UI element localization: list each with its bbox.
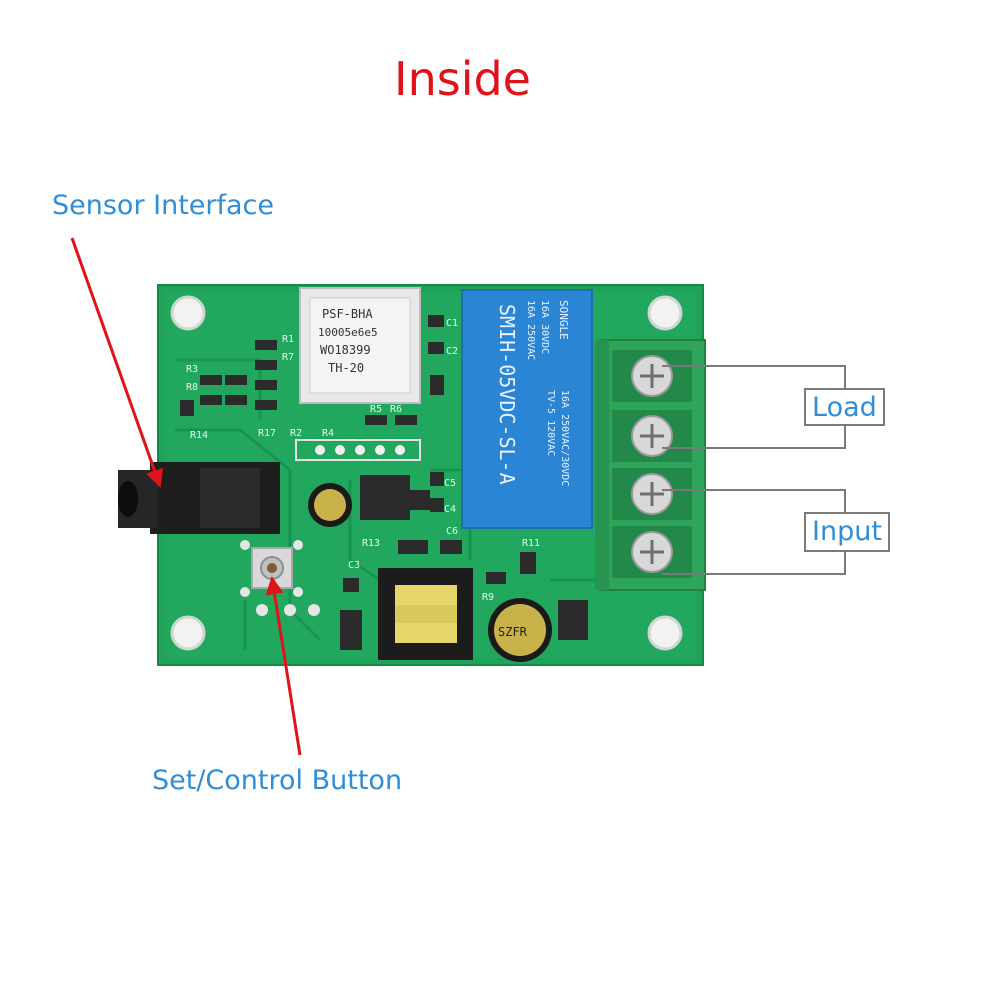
silk-label: C6	[446, 526, 458, 537]
silk-label: R14	[190, 430, 208, 441]
relay-rating: TV-5 120VAC	[545, 390, 556, 456]
capacitor-text: SZFR	[498, 625, 528, 639]
silk-label: R11	[522, 538, 540, 549]
sensor-jack	[118, 462, 280, 534]
transformer	[378, 568, 473, 660]
relay-rating: 16A 250VAC	[525, 300, 536, 360]
silk-label: R2	[290, 428, 302, 439]
wifi-module: PSF-BHA 10005e6e5 WO18399 TH-20	[299, 287, 421, 404]
sensor-interface-label: Sensor Interface	[52, 190, 275, 221]
silk-label: R5	[370, 404, 382, 415]
bracket-lines	[662, 365, 846, 575]
relay-brand: SONGLE	[557, 300, 570, 340]
silk-label: R9	[482, 592, 494, 603]
silk-label: R8	[186, 382, 198, 393]
silk-label: R3	[186, 364, 198, 375]
arrow-icon	[70, 237, 302, 756]
mounting-hole-icon	[170, 295, 683, 651]
silk-label: R17	[258, 428, 276, 439]
relay-rating: 16A 250VAC/30VDC	[559, 390, 570, 486]
silk-label: R13	[362, 538, 380, 549]
page-title: Inside	[394, 52, 531, 106]
set-control-button-label: Set/Control Button	[152, 765, 403, 796]
set-control-button	[240, 540, 303, 597]
silk-label: R6	[390, 404, 402, 415]
module-text: WO18399	[320, 343, 371, 357]
relay-rating: 16A 30VDC	[539, 300, 550, 354]
silk-label: C2	[446, 346, 458, 357]
load-label: Load	[804, 388, 885, 426]
input-label: Input	[804, 512, 890, 552]
silk-label: R1	[282, 334, 294, 345]
silk-label: C3	[348, 560, 360, 571]
silk-label: R7	[282, 352, 294, 363]
silk-label: C4	[444, 504, 456, 515]
module-text: PSF-BHA	[322, 307, 373, 321]
module-text: TH-20	[328, 361, 364, 375]
silk-label: C1	[446, 318, 458, 329]
relay-model: SMIH-05VDC-SL-A	[495, 304, 519, 485]
terminal-block	[595, 339, 706, 591]
silk-label: R4	[322, 428, 334, 439]
module-text: 10005e6e5	[318, 326, 378, 339]
silk-label: C5	[444, 478, 456, 489]
capacitor-small	[308, 483, 352, 527]
capacitor-large: SZFR	[488, 598, 552, 662]
relay: SMIH-05VDC-SL-A 16A 250VAC 16A 30VDC SON…	[461, 289, 593, 529]
